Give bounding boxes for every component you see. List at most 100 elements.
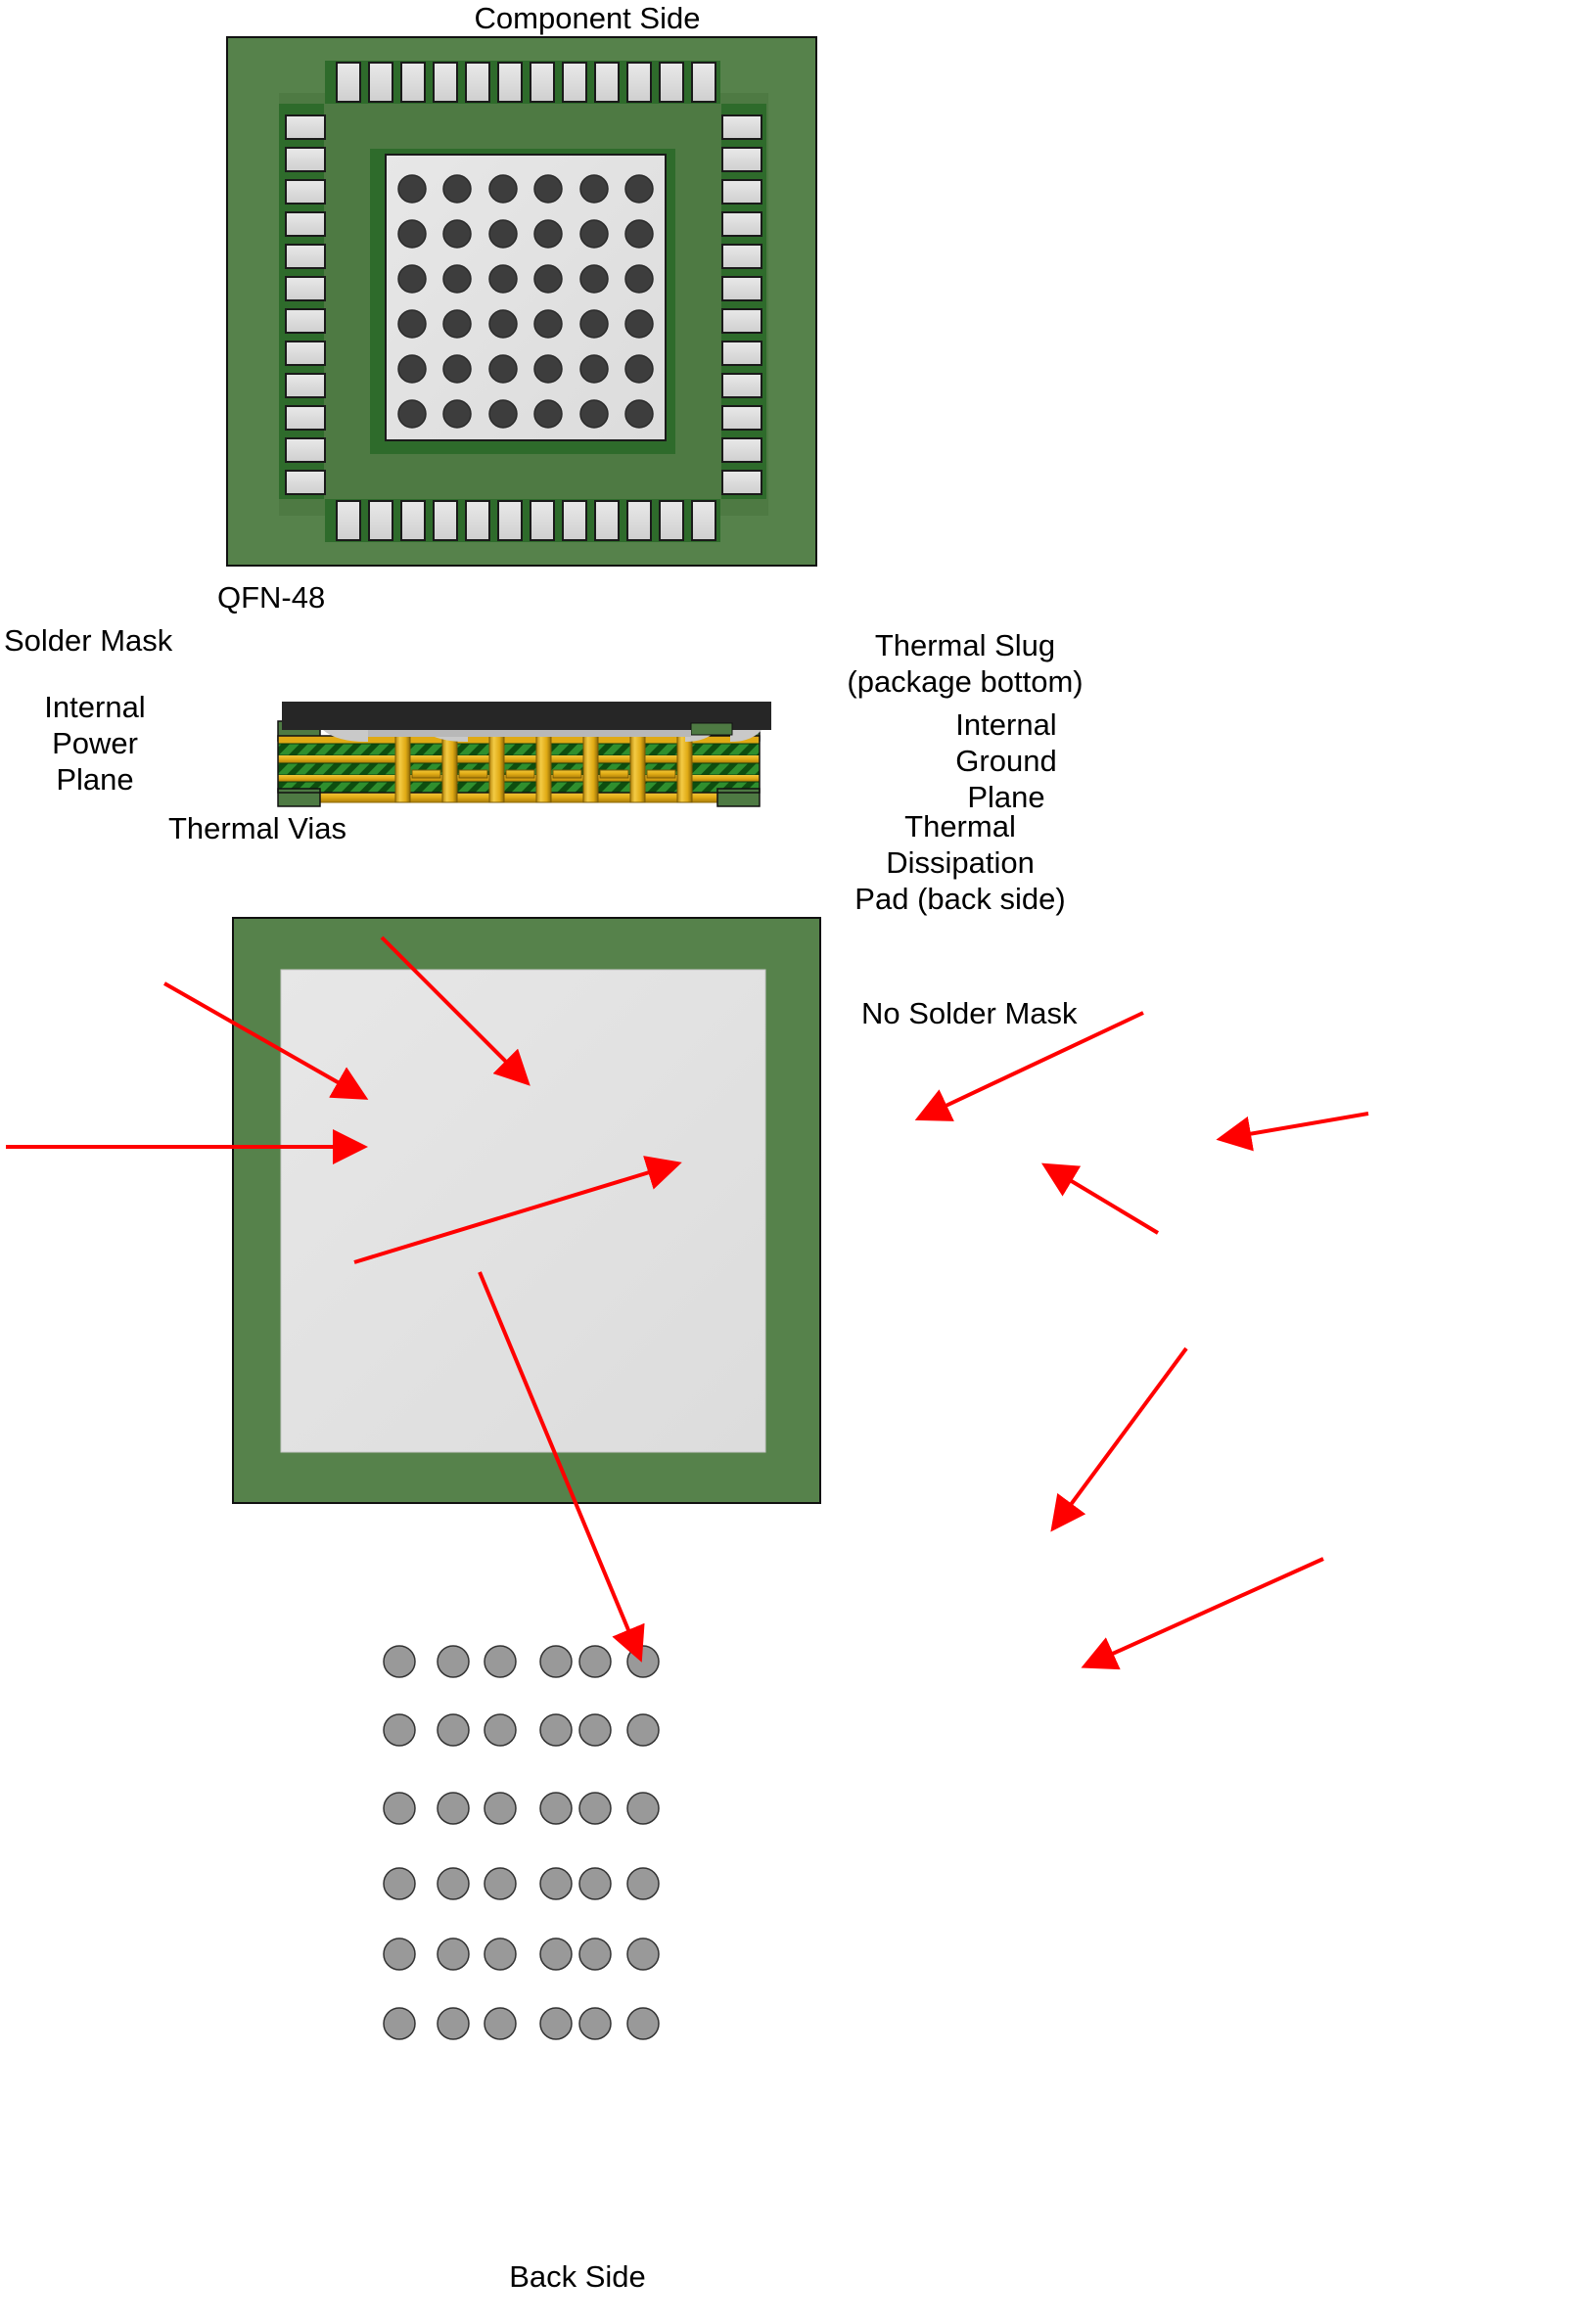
top-via xyxy=(397,399,427,429)
top-via xyxy=(397,219,427,249)
top-pad xyxy=(285,373,326,398)
top-pad xyxy=(285,211,326,237)
bottom-via xyxy=(626,2007,660,2040)
label-internal-power-plane-line1: Internal xyxy=(44,690,146,724)
top-via xyxy=(397,264,427,294)
label-thermal-dissipation-line2: Dissipation xyxy=(886,845,1035,880)
label-internal-ground-plane-line1: Internal xyxy=(955,707,1057,742)
top-pad xyxy=(530,62,555,103)
top-pad xyxy=(530,500,555,541)
top-pad xyxy=(721,179,762,205)
top-pad xyxy=(721,405,762,431)
arrow-thermal-vias-cross xyxy=(353,1156,682,1264)
bottom-via xyxy=(578,1713,612,1747)
top-pad xyxy=(721,211,762,237)
label-qfn48: QFN-48 xyxy=(217,580,326,615)
bottom-via xyxy=(626,1645,660,1678)
top-via xyxy=(579,309,609,339)
top-via xyxy=(579,354,609,384)
top-pad xyxy=(285,341,326,366)
top-via xyxy=(624,354,654,384)
top-pad xyxy=(721,341,762,366)
top-pad xyxy=(721,114,762,140)
top-pad xyxy=(285,147,326,172)
thermal-via-barrel xyxy=(488,735,505,803)
bottom-via xyxy=(539,1867,573,1900)
bottom-via xyxy=(383,1645,416,1678)
plane-stub xyxy=(552,769,582,779)
top-via xyxy=(624,264,654,294)
top-via xyxy=(533,309,563,339)
top-pad xyxy=(626,500,652,541)
top-via xyxy=(488,354,518,384)
top-via xyxy=(488,309,518,339)
top-pad xyxy=(285,114,326,140)
bottom-via xyxy=(578,1645,612,1678)
bottom-via xyxy=(539,1937,573,1971)
bottom-via xyxy=(437,1713,470,1747)
thermal-via-barrel xyxy=(535,735,552,803)
top-via xyxy=(533,399,563,429)
top-via xyxy=(533,174,563,204)
internal-power-plane-copper xyxy=(278,755,760,763)
top-pad xyxy=(691,500,716,541)
top-pad xyxy=(721,308,762,334)
top-via xyxy=(397,174,427,204)
top-via xyxy=(579,399,609,429)
top-pad xyxy=(562,62,587,103)
component-side-view xyxy=(226,36,817,567)
plane-stub xyxy=(646,769,676,779)
top-via xyxy=(488,399,518,429)
top-pad xyxy=(659,62,684,103)
top-via xyxy=(533,264,563,294)
top-pad xyxy=(594,500,620,541)
bottom-via xyxy=(539,1792,573,1825)
top-pad xyxy=(465,62,490,103)
arrow-internal-ground-plane xyxy=(1216,1112,1369,1152)
bottom-via xyxy=(484,2007,517,2040)
bottom-via xyxy=(578,1937,612,1971)
arrow-no-solder-mask xyxy=(1081,1557,1324,1670)
top-pad xyxy=(659,500,684,541)
top-via xyxy=(397,309,427,339)
label-internal-ground-plane-line2: Ground xyxy=(955,744,1057,778)
top-via xyxy=(488,264,518,294)
cross-section-thermal-vias xyxy=(394,735,693,803)
top-pad xyxy=(433,62,458,103)
bottom-via xyxy=(437,1937,470,1971)
top-pad xyxy=(336,500,361,541)
top-pad xyxy=(368,62,393,103)
bottom-via xyxy=(539,1645,573,1678)
top-pad xyxy=(721,373,762,398)
bottom-via xyxy=(484,1867,517,1900)
top-pad xyxy=(691,62,716,103)
top-via xyxy=(488,219,518,249)
top-via xyxy=(579,219,609,249)
top-pad xyxy=(285,276,326,301)
bottom-via xyxy=(578,1867,612,1900)
bottom-via xyxy=(626,1867,660,1900)
solder-mask-bottom-left xyxy=(277,788,321,807)
top-pad xyxy=(497,62,523,103)
package-solder-fillets xyxy=(323,722,761,742)
top-via xyxy=(624,174,654,204)
bottom-via xyxy=(383,1867,416,1900)
top-via xyxy=(533,354,563,384)
back-side-view xyxy=(232,917,821,2040)
label-thermal-vias: Thermal Vias xyxy=(168,811,347,845)
bottom-via xyxy=(383,2007,416,2040)
thermal-via-barrel xyxy=(629,735,646,803)
top-via-grid xyxy=(397,174,654,429)
plane-stub xyxy=(411,769,441,779)
top-pad xyxy=(285,405,326,431)
top-via xyxy=(579,174,609,204)
arrow-thermal-slug xyxy=(914,1011,1144,1121)
top-via xyxy=(442,219,472,249)
top-via xyxy=(397,354,427,384)
label-thermal-dissipation-line3: Pad (back side) xyxy=(854,882,1066,916)
top-pads-col-left xyxy=(285,114,326,495)
bottom-via xyxy=(539,1713,573,1747)
top-via xyxy=(442,309,472,339)
